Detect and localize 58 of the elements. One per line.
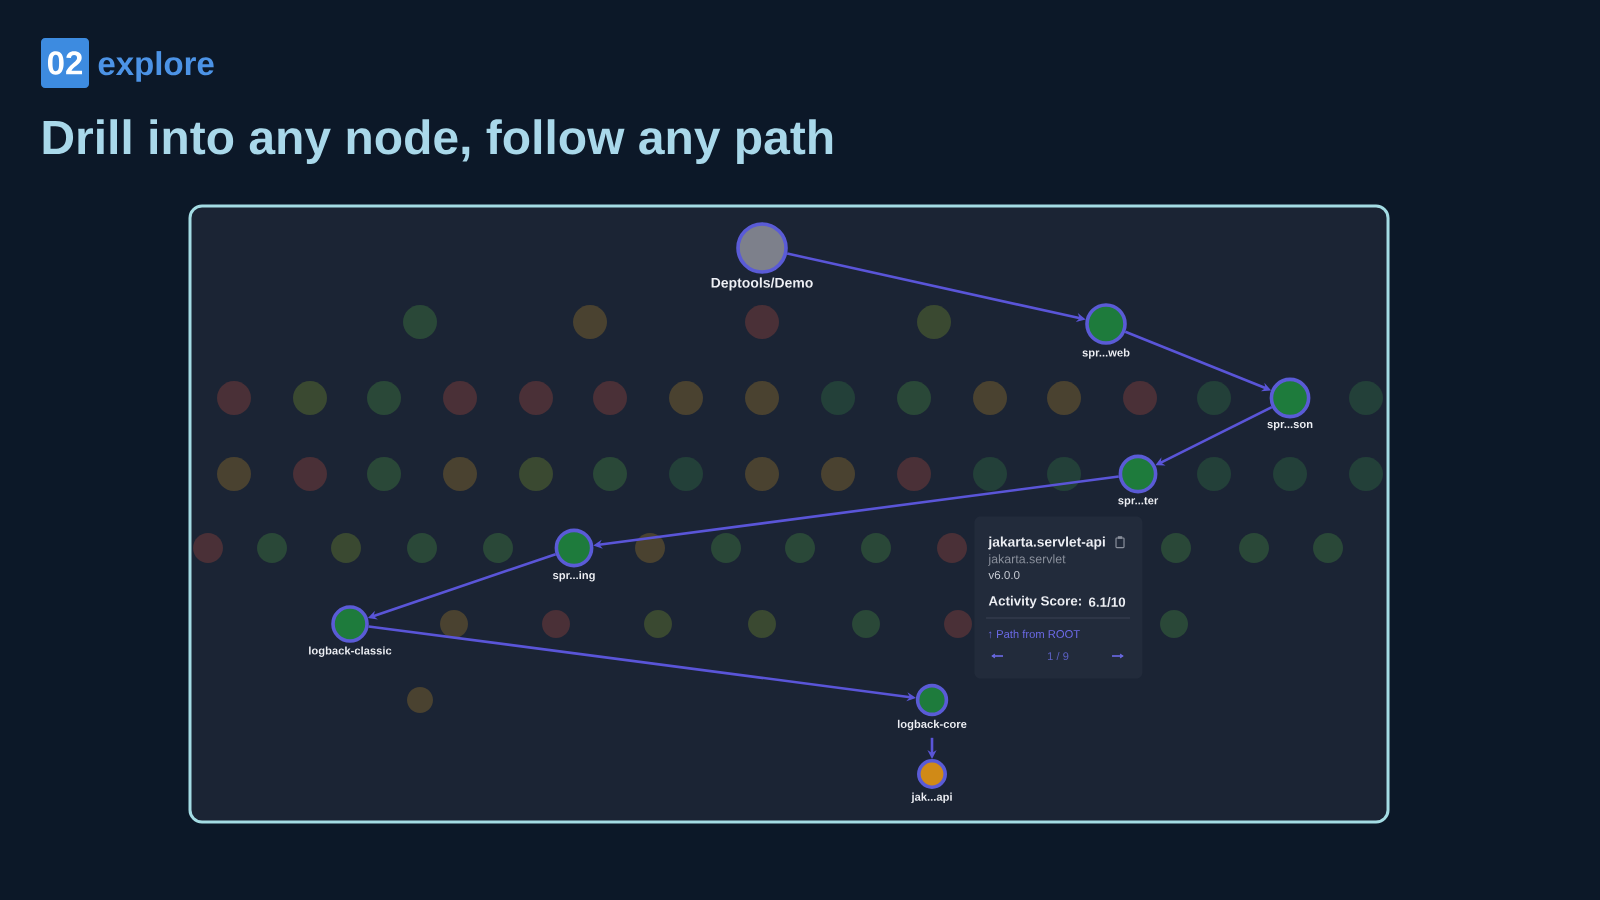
graph-node — [407, 687, 433, 713]
step-badge: 02 — [41, 38, 89, 88]
graph-node — [403, 305, 437, 339]
graph-node — [745, 381, 779, 415]
graph-node — [367, 457, 401, 491]
graph-node — [1349, 457, 1383, 491]
graph-node — [944, 610, 972, 638]
graph-node — [861, 533, 891, 563]
graph-node — [1239, 533, 1269, 563]
graph-node — [1349, 381, 1383, 415]
graph-node — [1313, 533, 1343, 563]
graph-node — [593, 381, 627, 415]
graph-node — [1197, 381, 1231, 415]
graph-node — [635, 533, 665, 563]
graph-node — [973, 381, 1007, 415]
graph-node — [519, 381, 553, 415]
graph-node — [745, 305, 779, 339]
graph-node — [367, 381, 401, 415]
graph-node — [748, 610, 776, 638]
graph-node — [257, 533, 287, 563]
graph-node — [852, 610, 880, 638]
graph-node — [443, 457, 477, 491]
graph-node — [897, 457, 931, 491]
graph-node — [217, 381, 251, 415]
graph-node — [1047, 457, 1081, 491]
graph-node — [1047, 381, 1081, 415]
graph-node — [1273, 457, 1307, 491]
graph-node — [217, 457, 251, 491]
graph-node — [293, 457, 327, 491]
graph-node — [711, 533, 741, 563]
graph-node — [331, 533, 361, 563]
graph-node — [407, 533, 437, 563]
section-label: explore — [98, 51, 214, 82]
slide-title: Drill into any node, follow any path — [43, 119, 833, 164]
graph-node — [293, 381, 327, 415]
graph-node — [821, 457, 855, 491]
graph-node — [785, 533, 815, 563]
graph-node — [440, 610, 468, 638]
graph-node — [483, 533, 513, 563]
graph-node — [745, 457, 779, 491]
graph-node — [669, 381, 703, 415]
graph-node — [1161, 533, 1191, 563]
graph-node — [1197, 457, 1231, 491]
graph-node — [542, 610, 570, 638]
graph-node — [1123, 381, 1157, 415]
graph-node — [973, 457, 1007, 491]
graph-node — [1160, 610, 1188, 638]
graph-node — [593, 457, 627, 491]
graph-node — [937, 533, 967, 563]
graph-node — [669, 457, 703, 491]
graph-node — [821, 381, 855, 415]
graph-node — [443, 381, 477, 415]
graph-node — [573, 305, 607, 339]
graph-node — [644, 610, 672, 638]
graph-node — [193, 533, 223, 563]
graph-node — [917, 305, 951, 339]
graph-node — [897, 381, 931, 415]
graph-node — [519, 457, 553, 491]
